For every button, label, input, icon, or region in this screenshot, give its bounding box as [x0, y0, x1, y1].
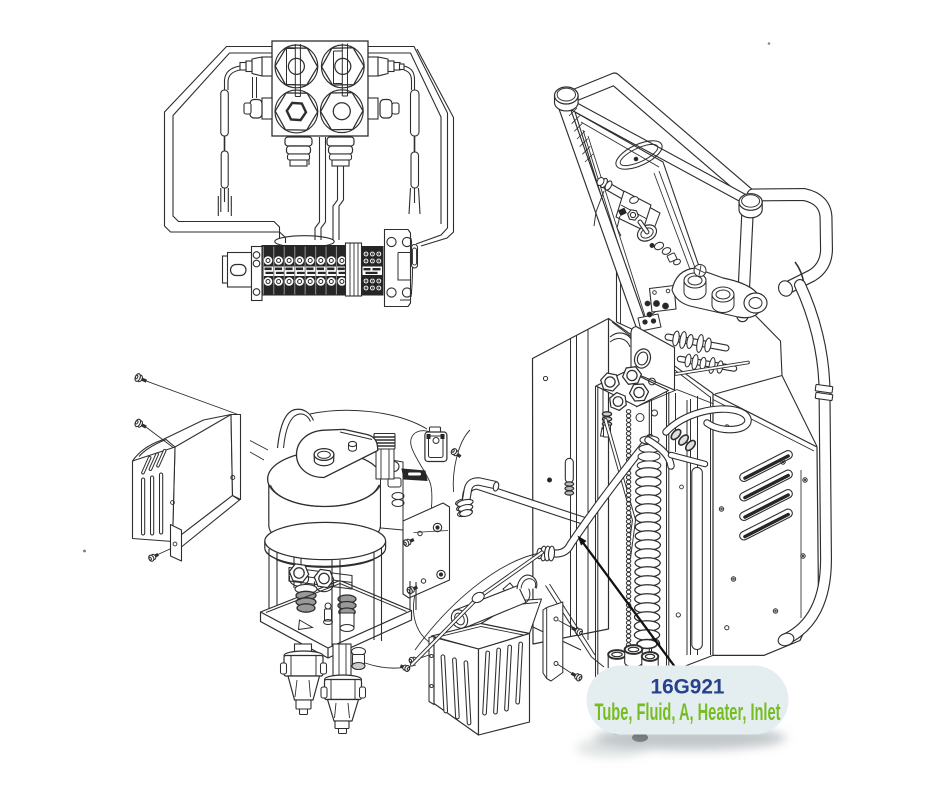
- svg-text:Tube, Fluid, A, Heater, Inlet: Tube, Fluid, A, Heater, Inlet: [595, 699, 781, 726]
- svg-text:16G921: 16G921: [651, 675, 725, 699]
